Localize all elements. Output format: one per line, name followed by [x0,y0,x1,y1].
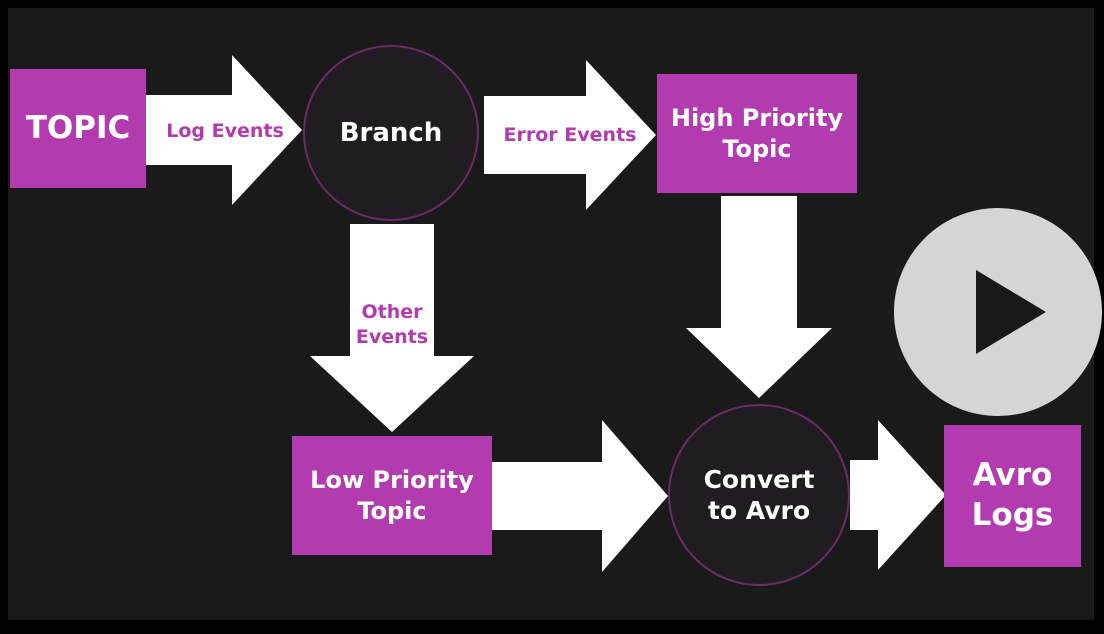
convert-to-avro-node: Convert to Avro [668,404,850,586]
topic-box: TOPIC [10,69,146,188]
high-to-convert-arrow [686,196,832,398]
low-priority-topic-label: Low Priority Topic [310,465,474,525]
log-events-arrow: Log Events [146,55,302,205]
avro-logs-label: Avro Logs [971,457,1054,533]
error-events-arrow: Error Events [484,60,656,210]
branch-label: Branch [339,117,443,148]
topic-label: TOPIC [25,109,131,146]
error-events-label: Error Events [503,124,637,146]
branch-node: Branch [303,45,479,221]
low-priority-topic-box: Low Priority Topic [292,436,492,555]
play-icon [976,270,1046,354]
high-priority-topic-label: High Priority Topic [670,103,844,163]
low-to-convert-arrow [492,420,668,572]
convert-to-avro-arrow [850,420,946,570]
other-events-arrow: Other Events [310,224,474,432]
other-events-label: Other Events [355,301,429,348]
play-button[interactable] [894,208,1102,416]
log-events-label: Log Events [166,120,284,142]
convert-to-avro-label: Convert to Avro [703,464,815,525]
avro-logs-box: Avro Logs [944,425,1081,567]
high-priority-topic-box: High Priority Topic [657,74,857,193]
